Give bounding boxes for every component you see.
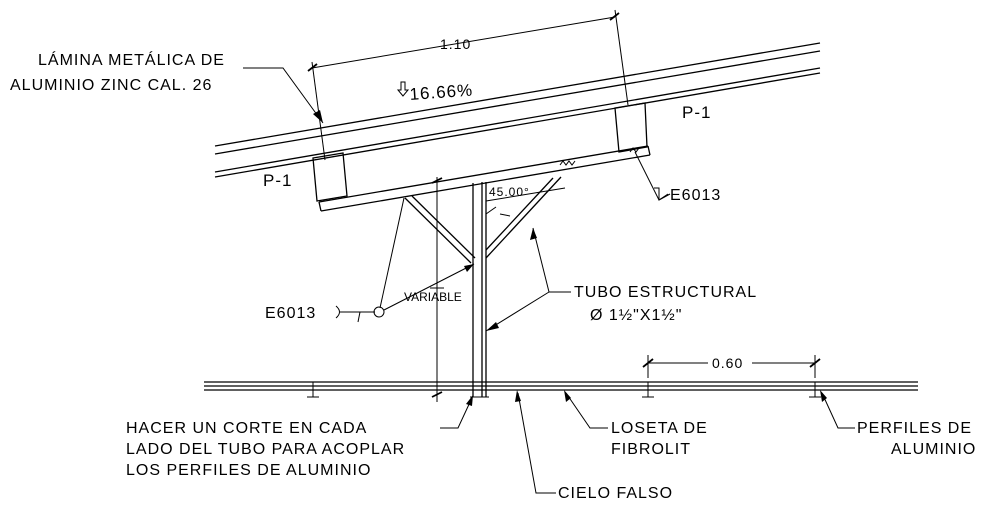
ceiling-line bbox=[204, 381, 918, 398]
slope-arrow-icon bbox=[396, 81, 410, 97]
arrow-icon bbox=[486, 322, 499, 331]
variable-label: VARIABLE bbox=[404, 290, 462, 304]
arrow-icon bbox=[515, 390, 521, 402]
arrow-icon bbox=[564, 390, 571, 402]
perfiles-callout: PERFILES DE ALUMINIO bbox=[820, 390, 976, 458]
purlin-right bbox=[614, 102, 648, 153]
perfiles-label-line1: PERFILES DE bbox=[857, 420, 972, 437]
hacer-callout: HACER UN CORTE EN CADA LADO DEL TUBO PAR… bbox=[126, 395, 473, 479]
roof-sheet bbox=[214, 42, 821, 178]
angle-annotation: 45.00° bbox=[485, 185, 566, 217]
arrow-icon bbox=[530, 228, 537, 240]
weld-callout-right: E6013 bbox=[634, 151, 721, 204]
arrow-icon bbox=[820, 390, 827, 402]
lamina-label-line2: ALUMINIO ZINC CAL. 26 bbox=[10, 77, 212, 94]
purlin-left bbox=[312, 152, 348, 202]
hacer-label-line2: LADO DEL TUBO PARA ACOPLAR bbox=[126, 441, 405, 458]
perfiles-label-line2: ALUMINIO bbox=[891, 441, 976, 458]
weld-all-around-icon bbox=[373, 306, 385, 318]
slope-annotation: 16.66% bbox=[396, 81, 474, 104]
arrow-icon bbox=[466, 395, 473, 406]
slope-label: 16.66% bbox=[409, 81, 474, 104]
variable-dimension: VARIABLE bbox=[404, 177, 462, 402]
loseta-callout: LOSETA DE FIBROLIT bbox=[564, 390, 708, 458]
top-dimension-label: 1.10 bbox=[440, 36, 471, 52]
tubo-callout: TUBO ESTRUCTURAL Ø 1½"X1½" bbox=[485, 227, 757, 332]
lamina-callout: LÁMINA METÁLICA DE ALUMINIO ZINC CAL. 26 bbox=[10, 50, 324, 124]
weld-right-label: E6013 bbox=[670, 187, 721, 204]
bottom-dimension-label: 0.60 bbox=[712, 355, 743, 371]
purlin-left-label: P-1 bbox=[263, 171, 292, 190]
tubo-label-line1: TUBO ESTRUCTURAL bbox=[574, 284, 757, 301]
arrow-icon bbox=[464, 264, 474, 272]
loseta-label-line1: LOSETA DE bbox=[611, 420, 708, 437]
cielo-callout: CIELO FALSO bbox=[515, 390, 673, 502]
arrow-icon bbox=[313, 110, 323, 123]
support-beam bbox=[318, 145, 651, 212]
lamina-label-line1: LÁMINA METÁLICA DE bbox=[38, 50, 225, 69]
vertical-tube bbox=[470, 182, 489, 398]
weld-callout-left: E6013 bbox=[265, 197, 475, 323]
cielo-label: CIELO FALSO bbox=[558, 485, 673, 502]
purlin-right-label: P-1 bbox=[682, 103, 711, 122]
loseta-label-line2: FIBROLIT bbox=[611, 441, 691, 458]
tubo-label-line2: Ø 1½"X1½" bbox=[590, 307, 682, 324]
weld-left-label: E6013 bbox=[265, 305, 316, 322]
hacer-label-line1: HACER UN CORTE EN CADA bbox=[126, 420, 367, 437]
diagonal-braces bbox=[404, 176, 562, 264]
hacer-label-line3: LOS PERFILES DE ALUMINIO bbox=[126, 462, 371, 479]
angle-label: 45.00° bbox=[489, 185, 530, 199]
bottom-dimension: 0.60 bbox=[642, 355, 821, 378]
